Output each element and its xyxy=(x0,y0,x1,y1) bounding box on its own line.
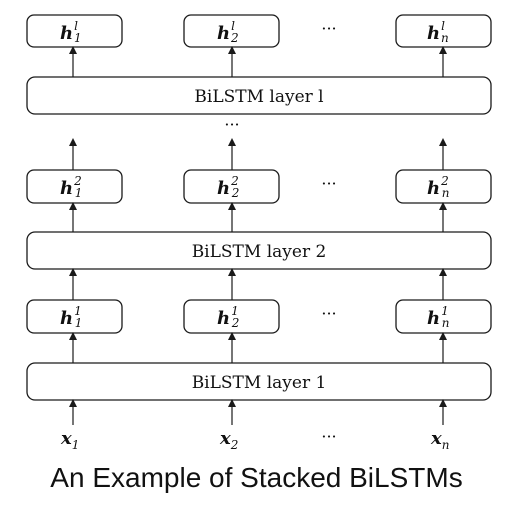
input-xn: xn xyxy=(430,428,449,452)
bilstm-layer-2 xyxy=(26,231,492,270)
ellipsis-layer2: ··· xyxy=(321,174,336,193)
ellipsis-top: ··· xyxy=(321,19,336,38)
vertical-ellipsis: ··· xyxy=(224,115,239,134)
bilstm-layer-1-label: BiLSTM layer 1 xyxy=(192,373,327,393)
ellipsis-inputs: ··· xyxy=(321,427,336,446)
input-x2: x2 xyxy=(219,428,238,452)
bilstm-layer-1 xyxy=(26,362,492,401)
figure-caption: An Example of Stacked BiLSTMs xyxy=(50,462,463,493)
bilstm-layer-l xyxy=(26,76,492,115)
ellipsis-layer1: ··· xyxy=(321,304,336,323)
bilstm-layer-2-label: BiLSTM layer 2 xyxy=(192,242,327,262)
input-x1: x1 xyxy=(60,428,79,452)
bilstm-layer-l-label: BiLSTM layer l xyxy=(194,87,323,107)
